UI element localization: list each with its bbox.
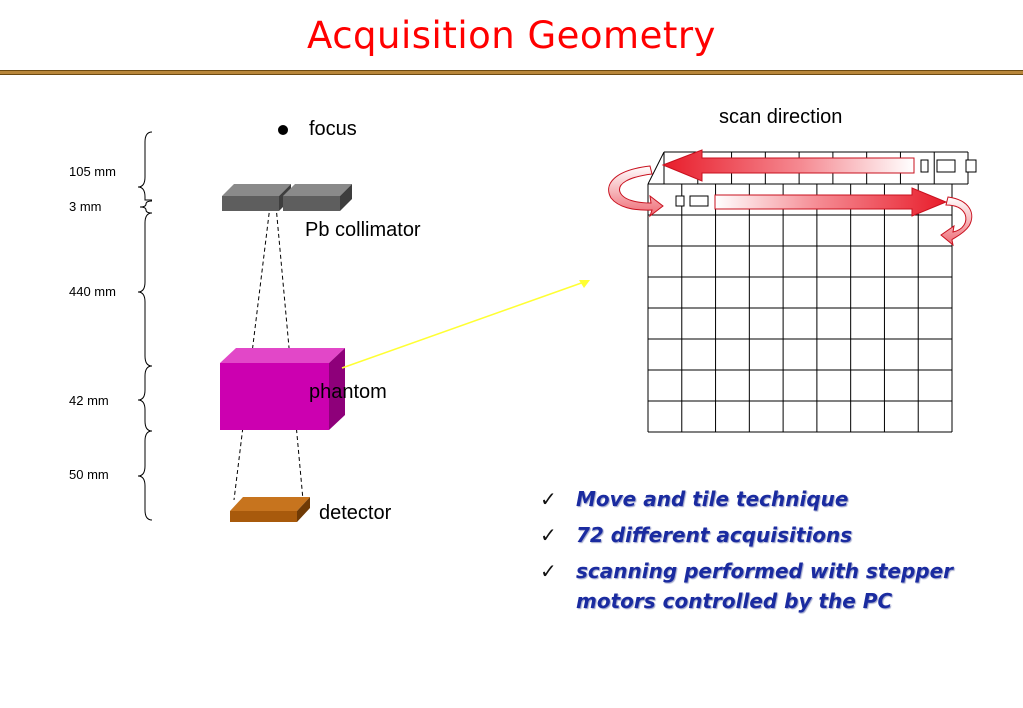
dimension-3mm: 3 mm [69, 199, 102, 214]
bullet-list: ✓Move and tile technique ✓72 different a… [540, 484, 1010, 622]
phantom-block [220, 348, 345, 430]
checkmark-icon: ✓ [540, 487, 557, 511]
focus-label: focus [309, 118, 357, 140]
dimension-105mm: 105 mm [69, 164, 116, 179]
pointer-line [341, 280, 588, 369]
scan-direction-label: scan direction [719, 106, 843, 128]
curved-arrow-left [608, 165, 664, 218]
slide-title: Acquisition Geometry [307, 14, 716, 57]
scan-arrow-right [714, 187, 948, 217]
brace-42mm [137, 365, 153, 432]
brace-105mm [137, 131, 153, 201]
phantom-label: phantom [309, 381, 387, 403]
brace-440mm [137, 212, 153, 367]
bullet-item: ✓72 different acquisitions [540, 520, 1010, 550]
bullet-item: ✓Move and tile technique [540, 484, 1010, 514]
pointer-arrowhead [579, 280, 590, 288]
curved-arrow-right [940, 196, 973, 247]
pb-collimator [222, 184, 352, 211]
collimator-label: Pb collimator [305, 219, 421, 241]
tile-grid [647, 151, 969, 433]
dimension-440mm: 440 mm [69, 284, 116, 299]
dimension-42mm: 42 mm [69, 393, 109, 408]
bullet-item: ✓scanning performed with stepper motors … [540, 556, 1010, 616]
brace-3mm [139, 200, 153, 214]
focus-point [278, 125, 288, 135]
scan-arrow-left [661, 149, 915, 182]
title-rule [0, 70, 1023, 75]
checkmark-icon: ✓ [540, 523, 557, 547]
tile-strip-line [647, 151, 665, 185]
detector-label: detector [319, 502, 392, 524]
dimension-braces [137, 131, 153, 521]
detector-block [230, 497, 310, 522]
scan-position-tiles [675, 159, 977, 207]
brace-50mm [137, 430, 153, 521]
dimension-50mm: 50 mm [69, 467, 109, 482]
checkmark-icon: ✓ [540, 559, 557, 583]
